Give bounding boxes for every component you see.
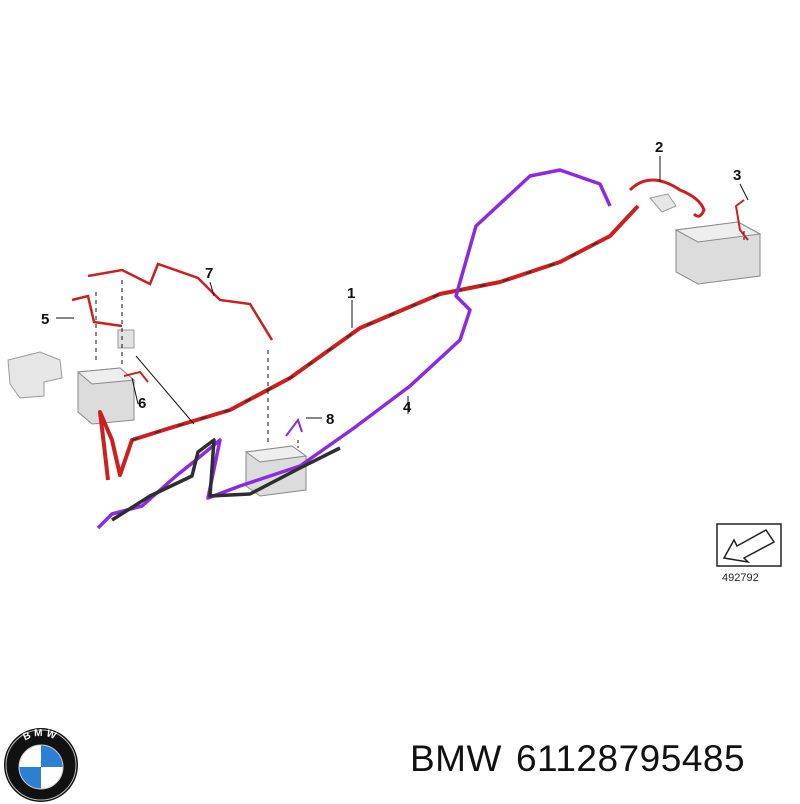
main-cable bbox=[98, 204, 640, 481]
callout-7: 7 bbox=[205, 265, 213, 282]
bmw-roundel-icon: BMW bbox=[4, 728, 78, 802]
battery-lead-3 bbox=[734, 199, 749, 241]
mount-bracket bbox=[117, 329, 135, 349]
part-number: 61128795485 bbox=[515, 738, 746, 779]
main-cable-sheath bbox=[131, 235, 611, 441]
leader-lines bbox=[56, 156, 749, 448]
callout-3: 3 bbox=[733, 167, 741, 184]
callout-1: 1 bbox=[347, 285, 355, 302]
orientation-arrow-icon bbox=[716, 523, 782, 567]
callout-4: 4 bbox=[403, 399, 412, 416]
logo-letters: BMW bbox=[22, 728, 58, 743]
part-caption: BMW 61128795485 bbox=[410, 738, 794, 780]
secondary-cable bbox=[96, 168, 612, 530]
harness-7 bbox=[87, 262, 274, 341]
ground-harness bbox=[111, 438, 341, 522]
lead-8 bbox=[285, 417, 303, 437]
callout-8: 8 bbox=[326, 411, 334, 428]
battery-left bbox=[7, 351, 136, 425]
battery-center bbox=[244, 445, 308, 497]
brand-name: BMW bbox=[410, 738, 502, 779]
callout-5: 5 bbox=[41, 311, 49, 328]
callout-2: 2 bbox=[655, 139, 663, 156]
harness-5 bbox=[71, 294, 123, 328]
battery-lead-2 bbox=[628, 178, 706, 218]
svg-text:BMW: BMW bbox=[22, 728, 61, 743]
callout-6: 6 bbox=[138, 395, 146, 412]
reference-number: 492792 bbox=[722, 572, 759, 584]
lead-6 bbox=[123, 370, 149, 383]
